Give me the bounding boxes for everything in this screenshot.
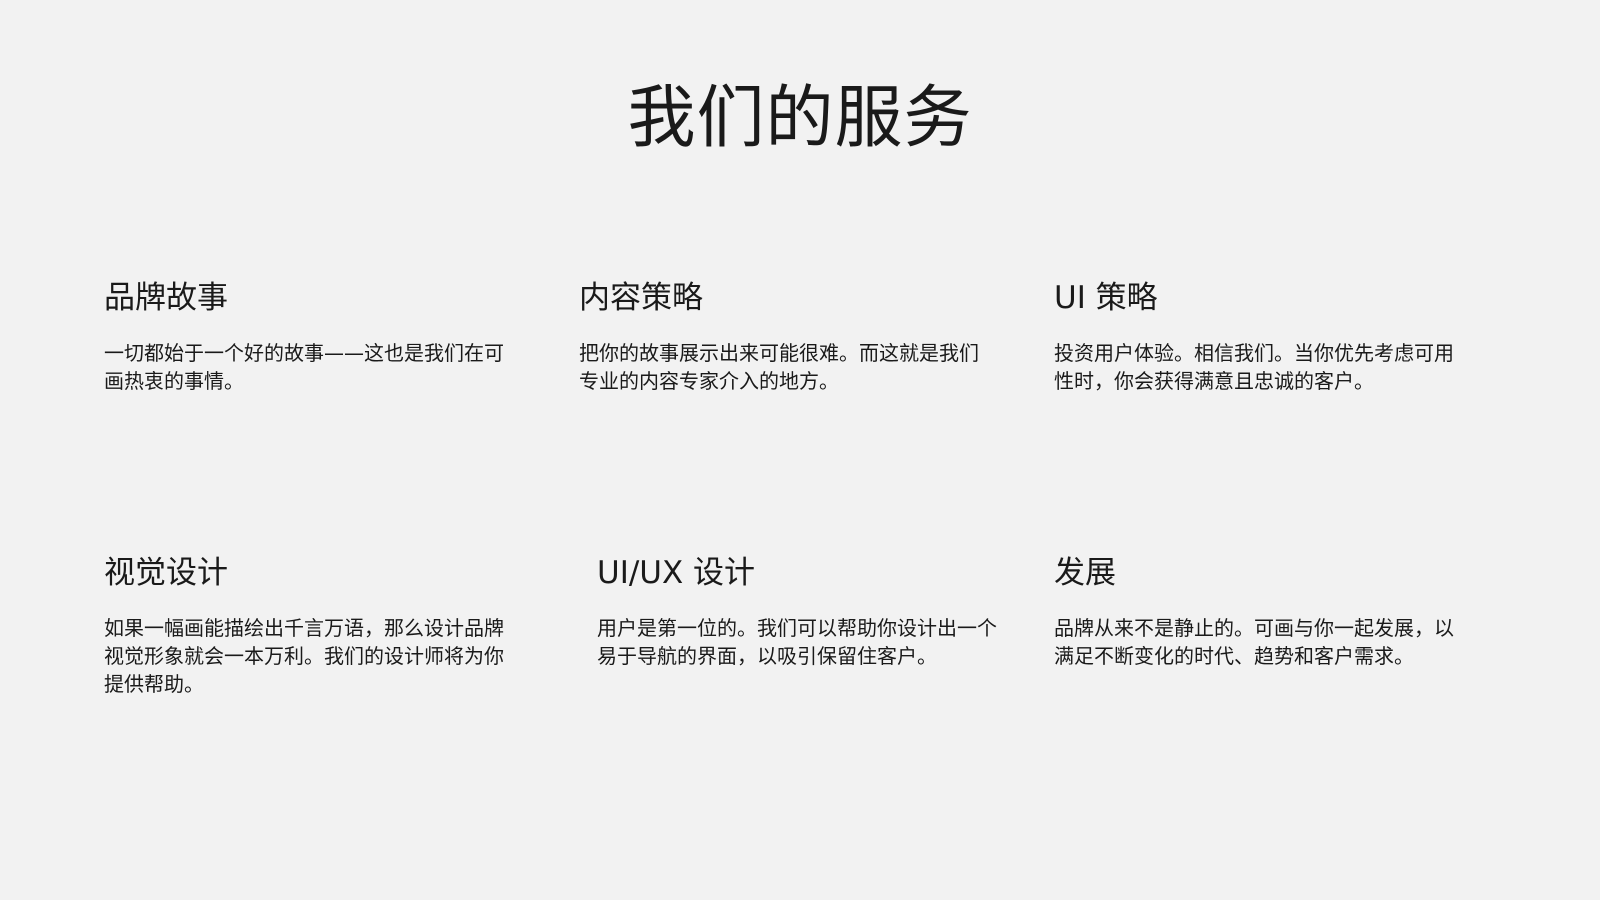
page-title: 我们的服务 bbox=[627, 79, 973, 158]
service-card-development: 发展 品牌从来不是静止的。可画与你一起发展，以满足不断变化的时代、趋势和客户需求… bbox=[1054, 555, 1474, 670]
service-card-visual-design: 视觉设计 如果一幅画能描绘出千言万语，那么设计品牌视觉形象就会一本万利。我们的设… bbox=[104, 555, 524, 698]
service-title: 品牌故事 bbox=[104, 280, 228, 316]
service-description: 品牌从来不是静止的。可画与你一起发展，以满足不断变化的时代、趋势和客户需求。 bbox=[1054, 616, 1454, 669]
service-title: UI 策略 bbox=[1054, 280, 1158, 316]
service-card-brand-story: 品牌故事 一切都始于一个好的故事——这也是我们在可画热衷的事情。 bbox=[104, 280, 524, 395]
service-description: 如果一幅画能描绘出千言万语，那么设计品牌视觉形象就会一本万利。我们的设计师将为你… bbox=[104, 616, 504, 697]
service-description: 投资用户体验。相信我们。当你优先考虑可用性时，你会获得满意且忠诚的客户。 bbox=[1054, 341, 1454, 394]
service-description: 用户是第一位的。我们可以帮助你设计出一个易于导航的界面，以吸引保留住客户。 bbox=[597, 616, 997, 669]
service-card-ui-ux-design: UI/UX 设计 用户是第一位的。我们可以帮助你设计出一个易于导航的界面，以吸引… bbox=[597, 555, 1017, 670]
service-card-ui-strategy: UI 策略 投资用户体验。相信我们。当你优先考虑可用性时，你会获得满意且忠诚的客… bbox=[1054, 280, 1474, 395]
service-title: UI/UX 设计 bbox=[597, 555, 756, 591]
service-card-content-strategy: 内容策略 把你的故事展示出来可能很难。而这就是我们专业的内容专家介入的地方。 bbox=[579, 280, 999, 395]
service-title: 发展 bbox=[1054, 555, 1116, 591]
service-description: 把你的故事展示出来可能很难。而这就是我们专业的内容专家介入的地方。 bbox=[579, 341, 979, 394]
service-description: 一切都始于一个好的故事——这也是我们在可画热衷的事情。 bbox=[104, 341, 504, 394]
service-title: 内容策略 bbox=[579, 280, 703, 316]
service-title: 视觉设计 bbox=[104, 555, 228, 591]
